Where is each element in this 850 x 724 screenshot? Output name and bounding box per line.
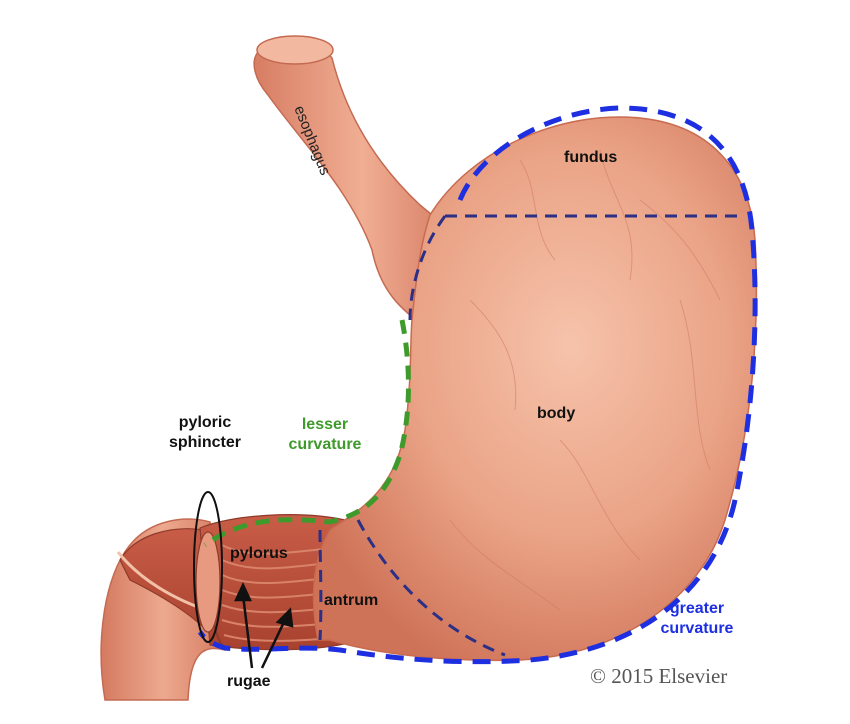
greater-curvature-line1: greater xyxy=(669,600,725,617)
lesser-curvature-line xyxy=(203,319,411,548)
greater-curvature-line2: curvature xyxy=(660,620,734,637)
lesser-curvature-label: lesser curvature xyxy=(265,415,385,455)
copyright-notice: © 2015 Elsevier xyxy=(590,664,728,688)
pylorus-label: pylorus xyxy=(230,545,288,562)
lesser-curvature-line1: lesser xyxy=(301,416,349,433)
rugae-label: rugae xyxy=(227,673,271,690)
antrum-label: antrum xyxy=(324,592,379,609)
pyloric-sphincter-line2: sphincter xyxy=(168,434,241,451)
rugae-arrows xyxy=(234,582,294,669)
body-left-boundary xyxy=(408,215,447,321)
greater-curvature-line xyxy=(197,105,758,665)
greater-curvature-label: greater curvature xyxy=(642,599,752,639)
surface-vessels xyxy=(449,149,721,611)
esophagus xyxy=(253,35,471,332)
fundus-label: fundus xyxy=(564,149,618,166)
pyloric-sphincter-label: pyloric sphincter xyxy=(150,413,260,453)
pyloric-sphincter-outline xyxy=(193,491,223,643)
lesser-curvature-line2: curvature xyxy=(288,436,362,453)
body-label: body xyxy=(537,405,576,422)
pylorus-antrum-boundary xyxy=(318,529,323,641)
body-antrum-boundary xyxy=(356,519,506,657)
pyloric-sphincter-line1: pyloric xyxy=(178,414,232,431)
region-boundaries xyxy=(318,214,743,657)
